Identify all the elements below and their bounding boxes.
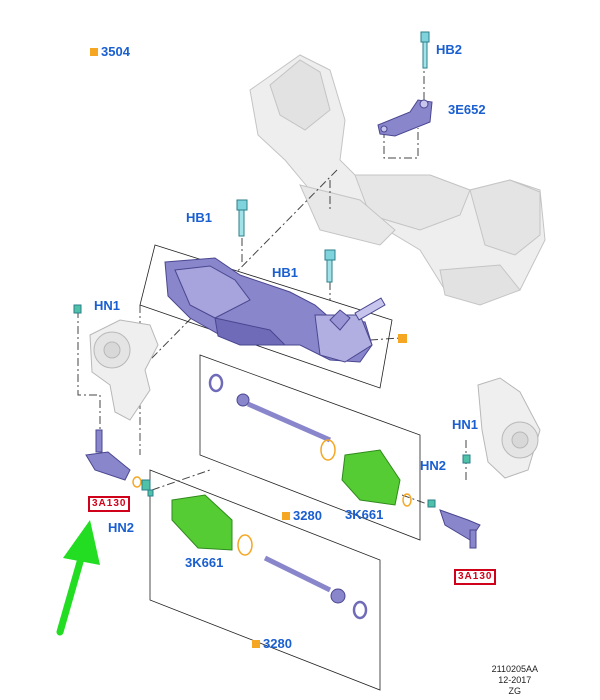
part-square (282, 512, 290, 520)
part-marker-square (398, 334, 407, 343)
label-hn2-right: HN2 (420, 458, 447, 473)
tie-rod-end-right (73, 304, 481, 549)
highlight-right-tie-rod-end: 3A130 (454, 569, 497, 585)
label-3280-lower: 3280 (252, 636, 292, 651)
bolt-hb1-left (236, 199, 248, 237)
stamp-code: 2110205AA (491, 664, 538, 674)
label-3e652: 3E652 (448, 102, 486, 117)
steering-rack (164, 257, 386, 363)
knuckle-left (89, 319, 159, 421)
subframe (249, 54, 546, 306)
upper-tie-rod-set (208, 373, 412, 507)
label-hb1-left: HB1 (186, 210, 213, 225)
label-hn2-left: HN2 (108, 520, 135, 535)
label-hb1-right: HB1 (272, 265, 299, 280)
stamp-suffix: ZG (508, 686, 522, 696)
drawing-stamp: 2110205AA 12-2017 ZG (492, 664, 538, 697)
label-3k661-upper: 3K661 (345, 507, 384, 522)
pointer-arrow (56, 520, 100, 636)
stamp-date: 12-2017 (498, 675, 532, 685)
highlight-left-tie-rod-end: 3A130 (88, 496, 131, 512)
label-hn1-right: HN1 (452, 417, 479, 432)
tie-rod-end-left (85, 429, 154, 497)
part-square (90, 48, 98, 56)
bolt-hb2 (420, 31, 430, 69)
label-hn1-left: HN1 (94, 298, 121, 313)
lower-tie-rod-set (171, 494, 368, 620)
knuckle-right (477, 377, 541, 479)
part-square (252, 640, 260, 648)
bracket-3e652 (377, 99, 433, 137)
label-3k661-lower: 3K661 (185, 555, 224, 570)
label-3280-upper: 3280 (282, 508, 322, 523)
label-hb2: HB2 (436, 42, 463, 57)
bolt-hb1-right (324, 249, 336, 283)
label-3504: 3504 (90, 44, 130, 59)
